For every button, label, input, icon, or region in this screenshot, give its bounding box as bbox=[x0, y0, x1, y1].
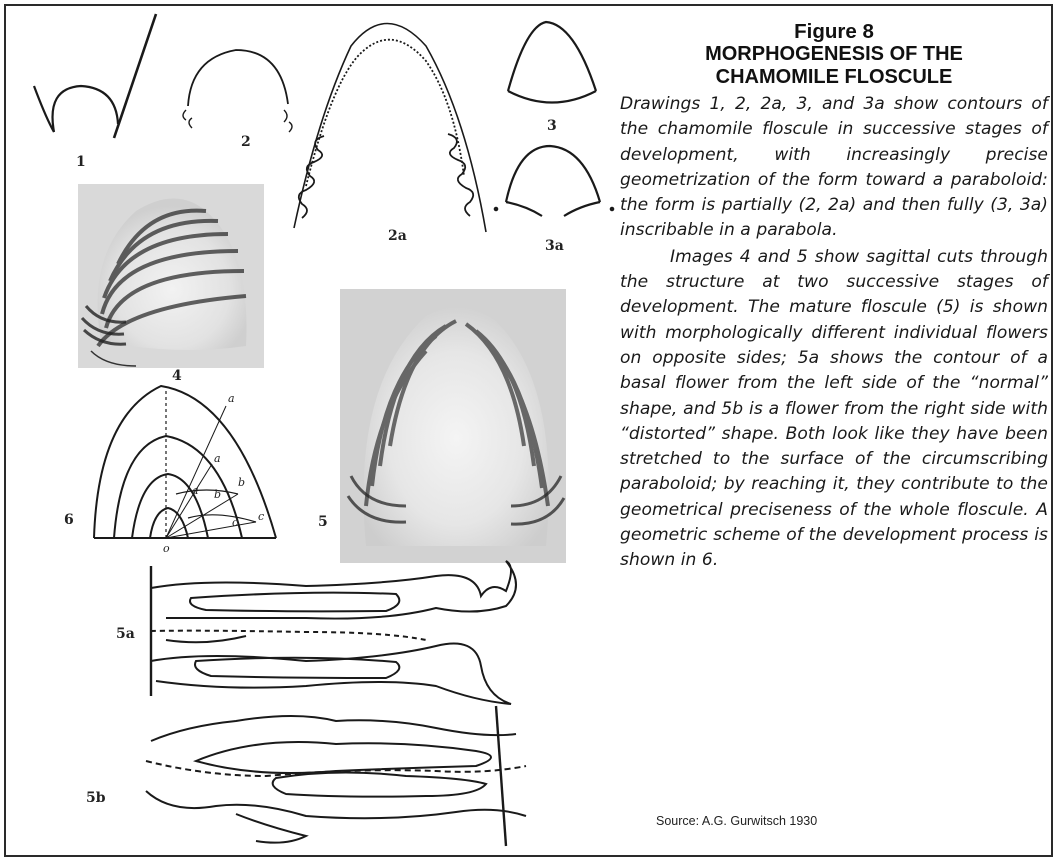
scheme-letter-a: a bbox=[214, 452, 221, 465]
contour-5b bbox=[146, 706, 526, 846]
label-6: 6 bbox=[64, 512, 74, 528]
scheme-letter-a: a bbox=[228, 392, 235, 405]
section-image-5 bbox=[340, 289, 566, 563]
figure-caption: Figure 8 MORPHOGENESIS OF THE CHAMOMILE … bbox=[620, 20, 1048, 574]
label-3a: 3a bbox=[545, 238, 564, 254]
label-5a: 5a bbox=[116, 626, 135, 642]
label-4: 4 bbox=[172, 368, 182, 384]
label-5: 5 bbox=[318, 514, 328, 530]
figure-frame: 1 2 2a 3 3a 4 5 6 5a 5b a a a b b c c o … bbox=[4, 4, 1053, 857]
label-2: 2 bbox=[241, 134, 251, 150]
label-2a: 2a bbox=[388, 228, 407, 244]
caption-title-line-2: CHAMOMILE FLOSCULE bbox=[620, 66, 1048, 89]
scheme-letter-c: c bbox=[258, 510, 264, 523]
figure-illustrations: 1 2 2a 3 3a 4 5 6 5a 5b a a a b b c c o bbox=[6, 6, 646, 856]
source-credit: Source: A.G. Gurwitsch 1930 bbox=[656, 814, 817, 828]
caption-paragraph-1: Drawings 1, 2, 2a, 3, and 3a show contou… bbox=[620, 92, 1048, 244]
geometric-scheme-6 bbox=[94, 386, 276, 538]
label-5b: 5b bbox=[86, 790, 106, 806]
caption-title-line-1: MORPHOGENESIS OF THE bbox=[620, 43, 1048, 66]
section-image-4 bbox=[78, 184, 264, 368]
scheme-letter-a: a bbox=[192, 484, 199, 497]
drawing-3 bbox=[508, 22, 596, 103]
scheme-letter-o: o bbox=[163, 542, 170, 555]
scheme-letter-b: b bbox=[238, 476, 245, 489]
scheme-letter-b: b bbox=[214, 488, 221, 501]
drawing-2 bbox=[183, 50, 292, 132]
figure-number: Figure 8 bbox=[620, 20, 1048, 43]
label-1: 1 bbox=[76, 154, 86, 170]
drawing-1 bbox=[34, 14, 156, 138]
label-3: 3 bbox=[547, 118, 557, 134]
contour-5a bbox=[151, 561, 516, 704]
drawing-2a bbox=[294, 24, 486, 233]
drawing-3a bbox=[495, 146, 613, 216]
scheme-letter-c: c bbox=[232, 516, 238, 529]
caption-paragraph-2: Images 4 and 5 show sagittal cuts throug… bbox=[620, 245, 1048, 574]
